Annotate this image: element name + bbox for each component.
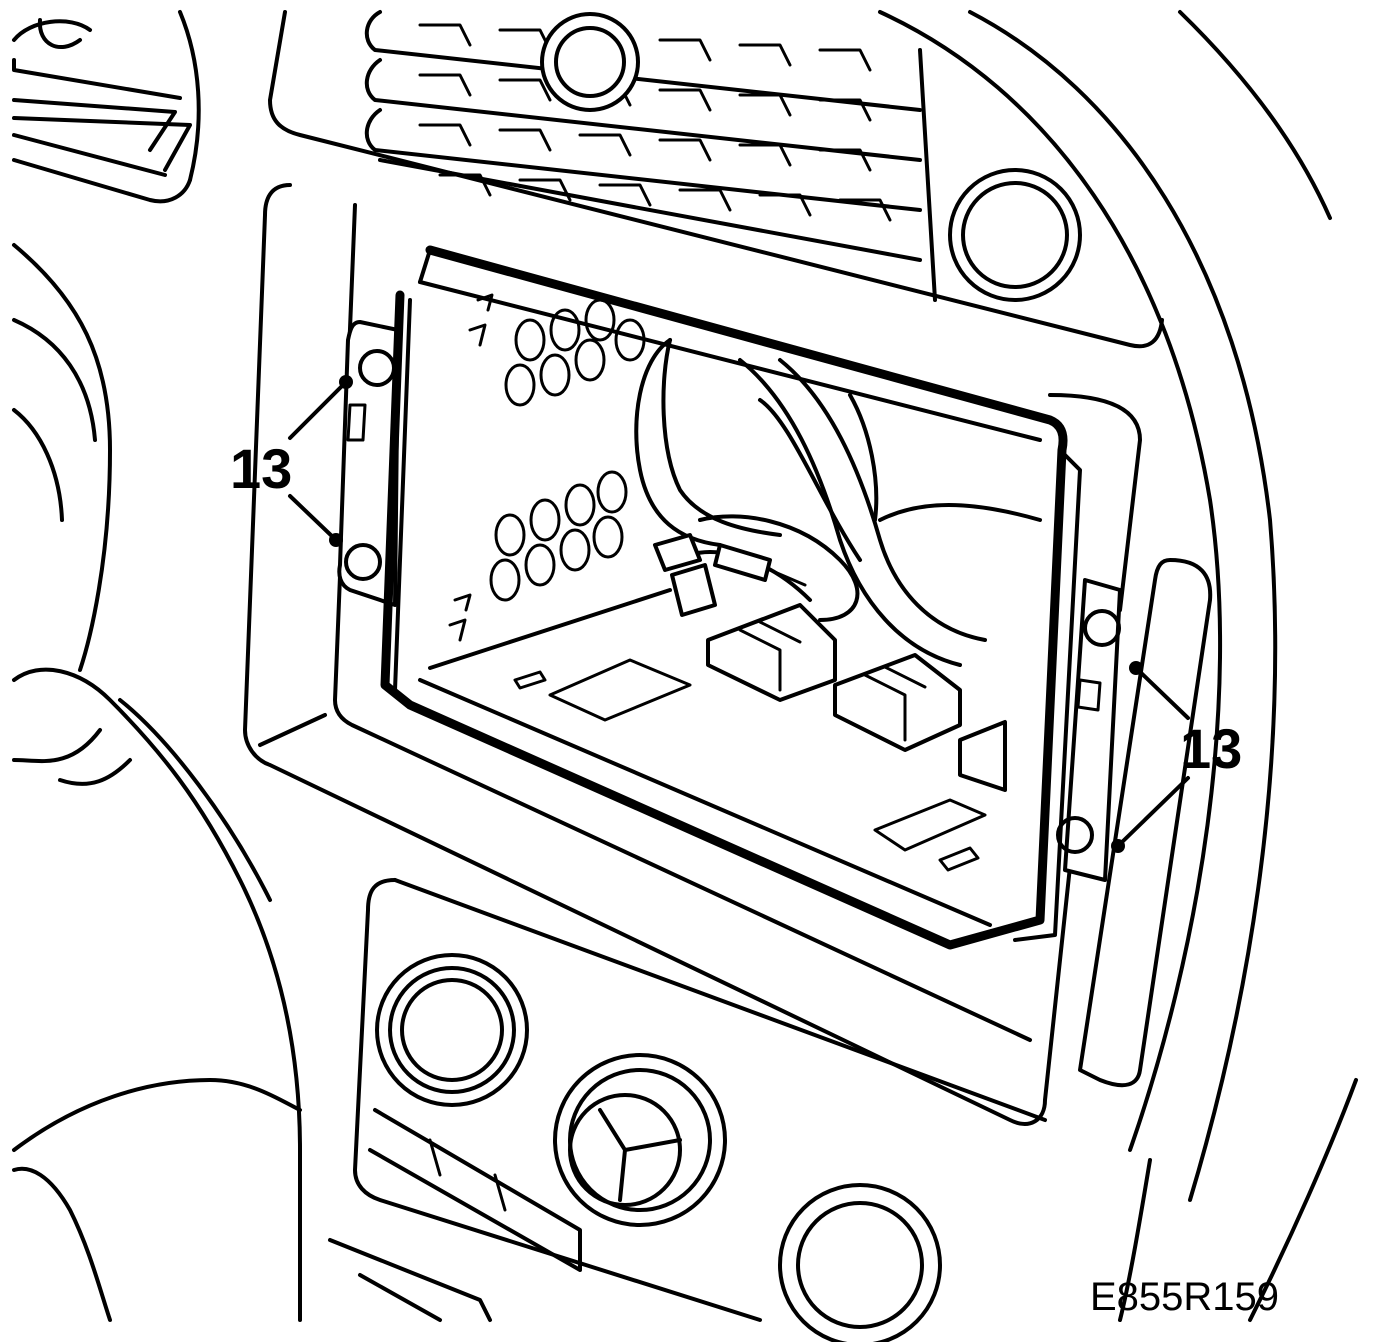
- callout-label-right: 13: [1180, 717, 1242, 780]
- knob-right: [780, 1185, 940, 1342]
- inline-resistor: [715, 545, 770, 580]
- callout-label-left: 13: [230, 437, 292, 500]
- connector-block-3: [960, 722, 1005, 790]
- round-vent-right: [950, 170, 1080, 300]
- connector-block-2: [835, 655, 960, 750]
- top-left-trim: [14, 12, 199, 201]
- figure-code: E855R159: [1090, 1275, 1279, 1319]
- knob-left: [377, 955, 527, 1105]
- mounting-frame: [385, 250, 1080, 945]
- connector-small: [655, 535, 700, 570]
- connector-block-1: [708, 605, 835, 700]
- knob-centre: [555, 1055, 725, 1225]
- wiring-harness: [636, 340, 1040, 790]
- climate-control-panel: [330, 880, 1045, 1342]
